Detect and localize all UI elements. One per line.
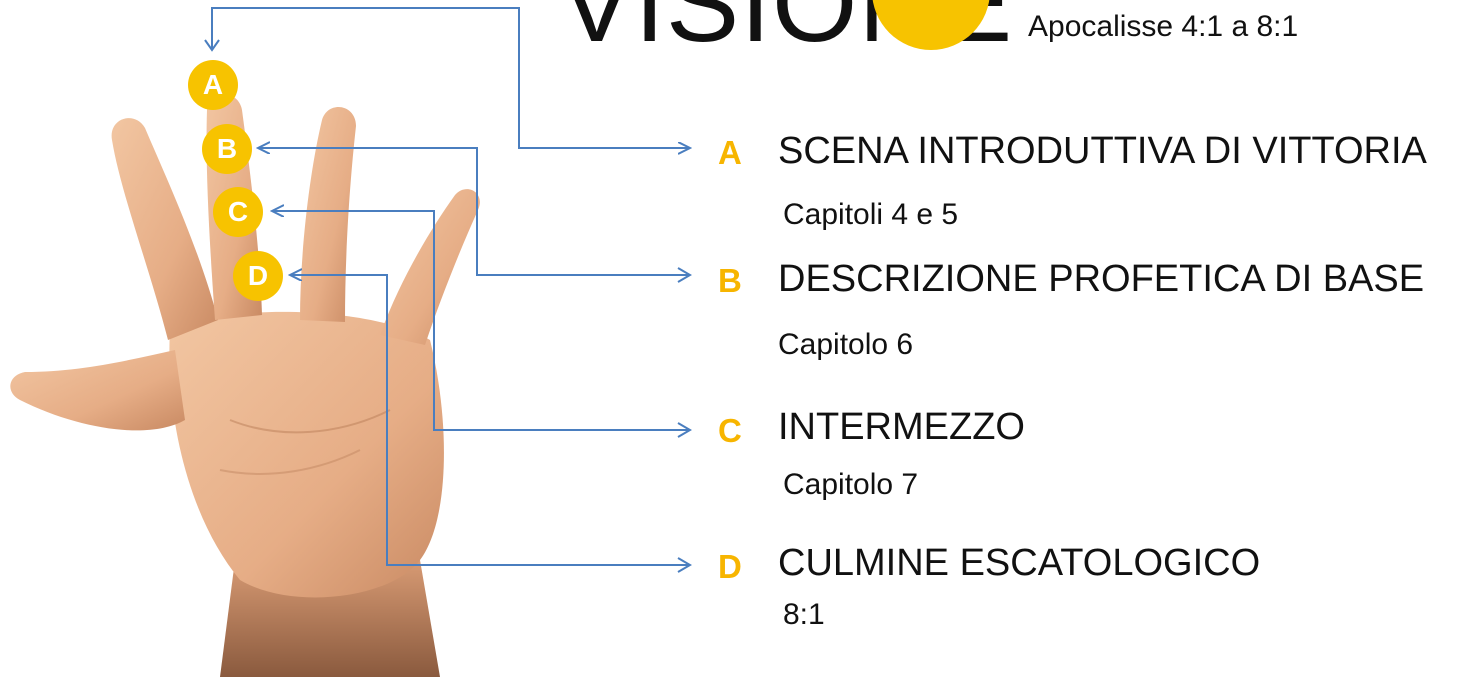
section-a-letter: A <box>718 134 742 171</box>
badge-d: D <box>233 251 283 301</box>
section-a-subtitle: Capitoli 4 e 5 <box>783 198 959 231</box>
connector-c <box>272 211 690 431</box>
section-d-subtitle: 8:1 <box>783 598 825 631</box>
connector-b <box>258 148 690 276</box>
open-hand-icon <box>10 94 480 677</box>
section-c-letter: C <box>718 412 742 449</box>
section-c-subtitle: Capitolo 7 <box>783 468 919 501</box>
section-d-letter: D <box>718 548 742 585</box>
section-b-letter: B <box>718 262 742 299</box>
badge-a: A <box>188 60 238 110</box>
badge-b: B <box>202 124 252 174</box>
section-d-title: CULMINE ESCATOLOGICO <box>778 542 1261 584</box>
section-c-title: INTERMEZZO <box>778 406 1025 448</box>
badge-c: C <box>213 187 263 237</box>
connector-d <box>290 275 690 566</box>
section-b-title: DESCRIZIONE PROFETICA DI BASE <box>778 258 1425 300</box>
section-b-subtitle: Capitolo 6 <box>778 328 914 361</box>
scripture-reference: Apocalisse 4:1 a 8:1 <box>1028 10 1299 43</box>
section-a-title: SCENA INTRODUTTIVA DI VITTORIA <box>778 130 1427 172</box>
connector-a <box>211 7 690 148</box>
